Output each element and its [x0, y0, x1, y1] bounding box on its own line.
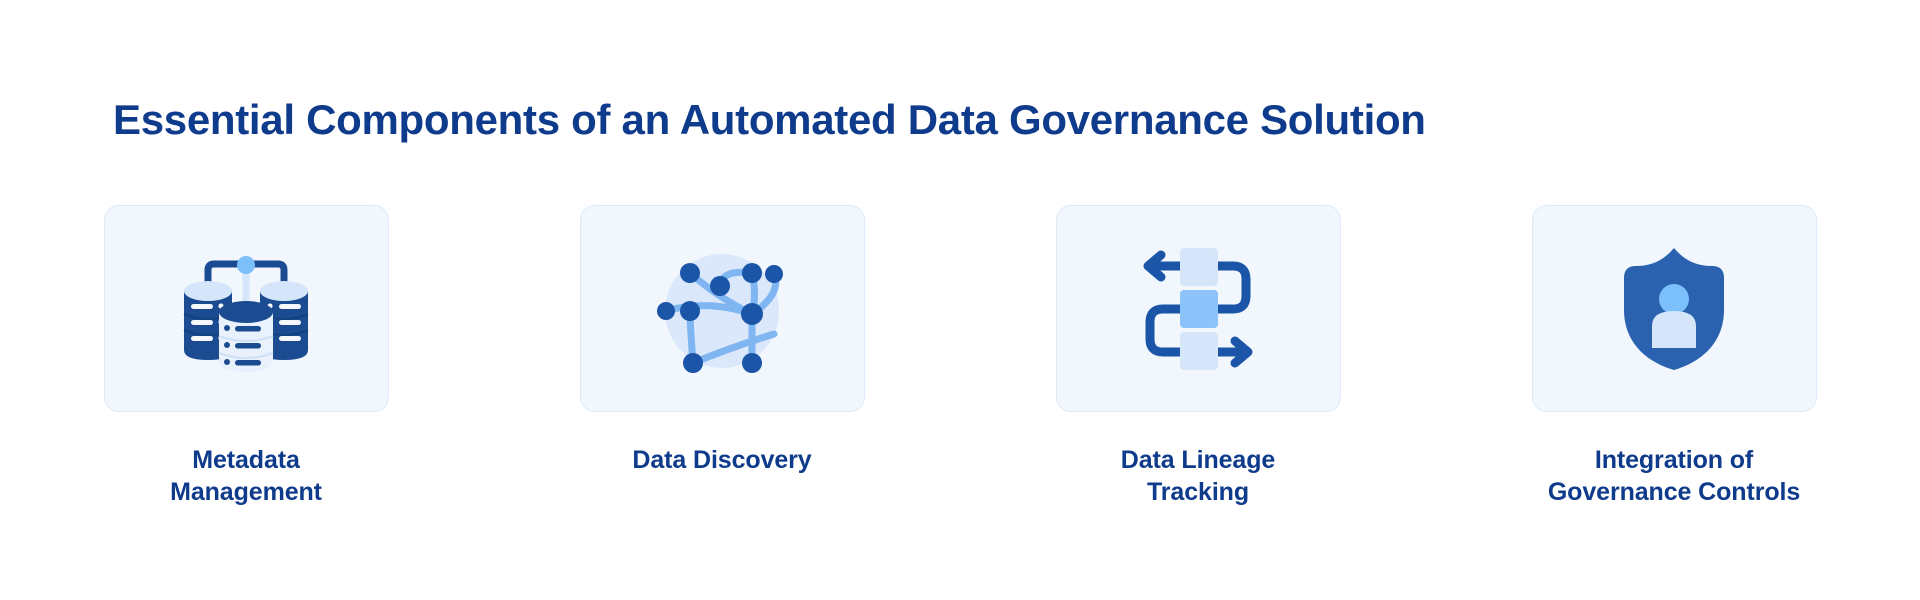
network-globe-icon [652, 239, 792, 379]
page-title: Essential Components of an Automated Dat… [113, 96, 1426, 144]
label-line-2: Management [170, 478, 322, 506]
shield-user-icon [1618, 246, 1730, 372]
icon-card-integration-governance-controls[interactable] [1531, 205, 1817, 412]
icon-card-data-discovery[interactable] [579, 205, 865, 412]
label-line-1: Data Discovery [632, 446, 812, 474]
components-row: Metadata Management [0, 205, 1920, 508]
label-line-1: Metadata [192, 446, 300, 474]
icon-card-data-lineage-tracking[interactable] [1055, 205, 1341, 412]
component-integration-governance-controls[interactable]: Integration of Governance Controls [1531, 205, 1817, 508]
label-line-2: Tracking [1146, 478, 1250, 506]
component-data-discovery[interactable]: Data Discovery [579, 205, 865, 476]
label-line-1: Data Lineage [1120, 446, 1276, 474]
component-label-integration-governance-controls: Integration of Governance Controls [1509, 444, 1839, 508]
component-label-metadata-management: Metadata Management [81, 444, 411, 508]
icon-card-metadata-management[interactable] [103, 205, 389, 412]
component-label-data-lineage-tracking: Data Lineage Tracking [1033, 444, 1363, 508]
component-data-lineage-tracking[interactable]: Data Lineage Tracking [1055, 205, 1341, 508]
database-stack-icon [171, 244, 321, 374]
label-line-1: Integration of [1594, 446, 1754, 474]
flow-lineage-icon [1128, 244, 1268, 374]
label-line-2: Governance Controls [1547, 478, 1801, 506]
component-metadata-management[interactable]: Metadata Management [103, 205, 389, 508]
component-label-data-discovery: Data Discovery [557, 444, 887, 476]
